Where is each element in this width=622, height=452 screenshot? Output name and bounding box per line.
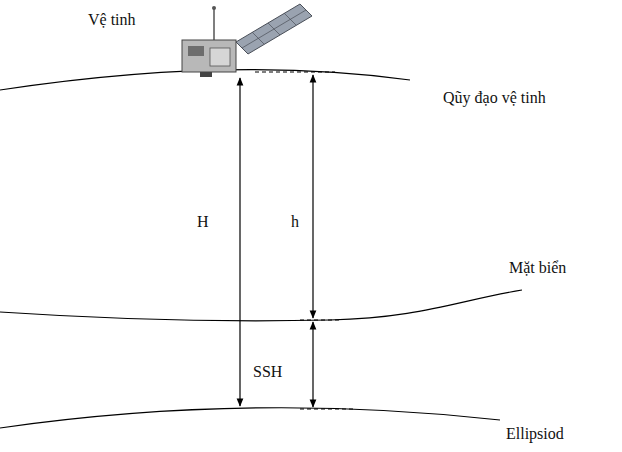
diagram-label: Qũy đạo vệ tinh	[440, 88, 549, 108]
sea-surface-line	[0, 290, 522, 321]
diagram-label: Vệ tinh	[85, 10, 139, 30]
ellipsoid-line	[0, 408, 500, 428]
diagram-label: Ellipsiod	[503, 424, 567, 444]
reference-ticks	[255, 72, 355, 409]
height-arrow-h	[312, 75, 313, 318]
diagram-label: Mặt biển	[506, 258, 569, 278]
diagram-label: H	[194, 212, 212, 232]
height-arrow-ssh	[312, 322, 313, 407]
diagram-label: SSH	[250, 362, 285, 382]
diagram-label: h	[288, 212, 302, 232]
height-arrow-H	[239, 78, 240, 406]
satellite-figure	[182, 4, 312, 77]
orbit-line	[0, 70, 410, 90]
